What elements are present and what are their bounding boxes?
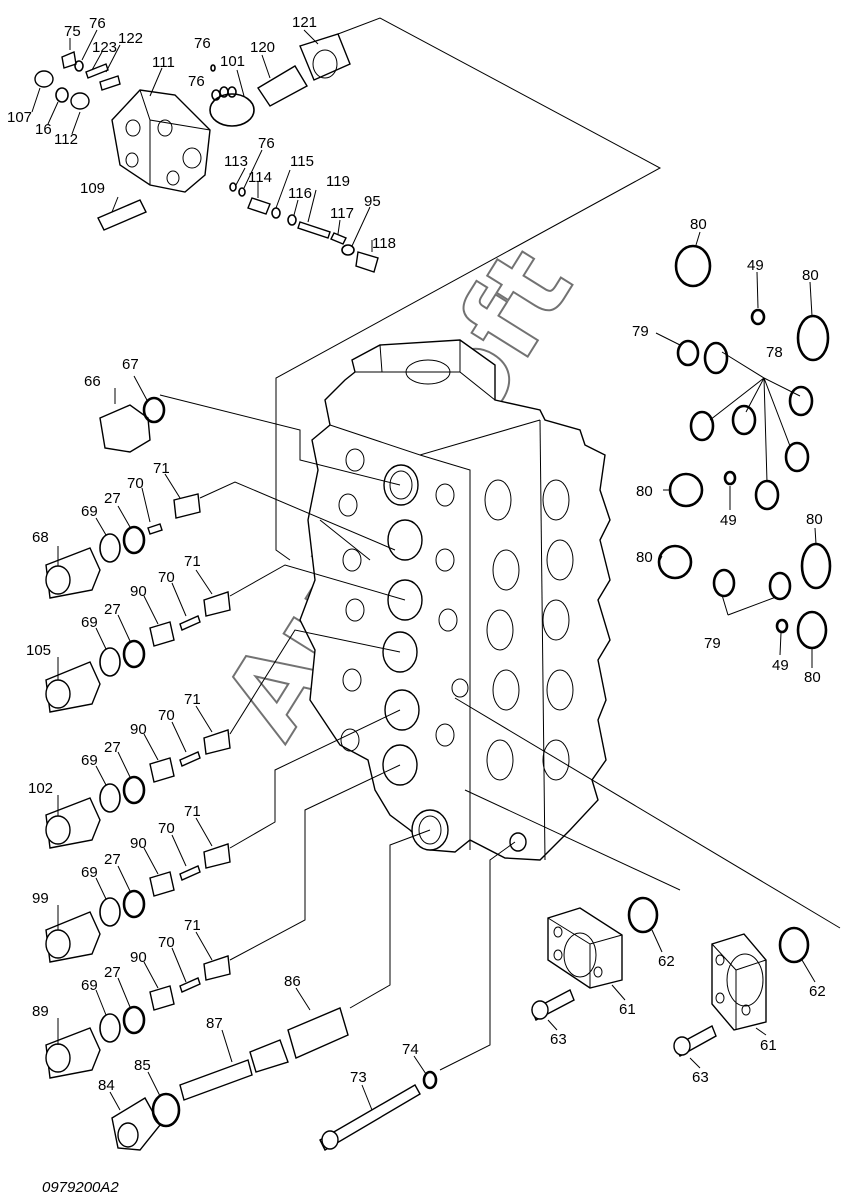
part-label: 78	[766, 344, 783, 361]
flange-covers	[454, 697, 841, 1057]
part-label: 62	[809, 983, 826, 1000]
part-label: 79	[632, 323, 649, 340]
part-label: 87	[206, 1015, 223, 1032]
part-label: 27	[104, 490, 121, 507]
top-subassembly	[34, 17, 662, 561]
part-label: 27	[104, 739, 121, 756]
part-label: 49	[747, 257, 764, 274]
part-label: 119	[326, 173, 350, 190]
part-label: 121	[292, 14, 317, 31]
valve-body	[299, 339, 611, 861]
part-label: 80	[690, 216, 707, 233]
part-label: 69	[81, 977, 98, 994]
part-label: 105	[26, 642, 51, 659]
part-label: 113	[224, 153, 248, 170]
part-label: 89	[32, 1003, 49, 1020]
part-label: 90	[130, 835, 147, 852]
part-label: 114	[248, 169, 272, 186]
part-label: 115	[290, 153, 314, 170]
part-label: 122	[118, 30, 143, 47]
part-label: 85	[134, 1057, 151, 1074]
part-label: 62	[658, 953, 675, 970]
part-label: 79	[704, 635, 721, 652]
part-label: 71	[184, 691, 201, 708]
part-label: 76	[258, 135, 275, 152]
part-label: 90	[130, 949, 147, 966]
part-label: 120	[250, 39, 275, 56]
part-label: 80	[802, 267, 819, 284]
part-label: 80	[636, 549, 653, 566]
part-label: 70	[158, 820, 175, 837]
part-label: 80	[806, 511, 823, 528]
part-label: 69	[81, 864, 98, 881]
part-label: 71	[184, 803, 201, 820]
callout-labels: 75 76 123 122 107 16 112 111 76 101 76 1…	[7, 14, 826, 1094]
part-label: 99	[32, 890, 49, 907]
part-label: 63	[692, 1069, 709, 1086]
part-label: 27	[104, 964, 121, 981]
part-label: 118	[372, 235, 396, 252]
part-label: 107	[7, 109, 32, 126]
leader-lines	[31, 29, 817, 1111]
part-label: 71	[184, 553, 201, 570]
part-label: 76	[188, 73, 205, 90]
part-label: 86	[284, 973, 301, 990]
part-label: 74	[402, 1041, 419, 1058]
part-label: 112	[54, 131, 78, 148]
part-label: 123	[92, 39, 117, 56]
part-label: 69	[81, 752, 98, 769]
part-label: 71	[153, 460, 170, 477]
part-label: 117	[330, 205, 354, 222]
drawing-code: 0979200A2	[42, 1179, 119, 1196]
part-label: 69	[81, 614, 98, 631]
part-label: 27	[104, 851, 121, 868]
part-label: 76	[194, 35, 211, 52]
part-label: 71	[184, 917, 201, 934]
part-label: 27	[104, 601, 121, 618]
spool-group	[111, 829, 516, 1151]
relief-valve-group-99	[45, 709, 401, 963]
part-label: 70	[158, 569, 175, 586]
left-side-parts	[45, 394, 516, 1151]
part-label: 67	[122, 356, 139, 373]
part-label: 68	[32, 529, 49, 546]
part-label: 75	[64, 23, 81, 40]
part-label: 49	[720, 512, 737, 529]
part-label: 73	[350, 1069, 367, 1086]
part-label: 61	[760, 1037, 777, 1054]
part-label: 116	[288, 185, 312, 202]
part-label: 101	[220, 53, 245, 70]
part-label: 63	[550, 1031, 567, 1048]
part-label: 84	[98, 1077, 115, 1094]
relief-valve-group-105	[45, 564, 406, 713]
o-ring-cluster	[657, 244, 832, 650]
part-label: 70	[158, 707, 175, 724]
part-label: 90	[130, 721, 147, 738]
part-label: 70	[158, 934, 175, 951]
part-label: 49	[772, 657, 789, 674]
part-label: 102	[28, 780, 53, 797]
part-label: 109	[80, 180, 105, 197]
part-label: 61	[619, 1001, 636, 1018]
part-label: 66	[84, 373, 101, 390]
part-label: 69	[81, 503, 98, 520]
relief-valve-group-89	[45, 764, 401, 1079]
part-label: 80	[804, 669, 821, 686]
part-label: 80	[636, 483, 653, 500]
part-label: 76	[89, 15, 106, 32]
part-label: 95	[364, 193, 381, 210]
relief-valve-group-68	[45, 481, 396, 599]
part-label: 16	[35, 121, 52, 138]
part-label: 90	[130, 583, 147, 600]
part-label: 70	[127, 475, 144, 492]
part-label: 111	[152, 54, 175, 71]
